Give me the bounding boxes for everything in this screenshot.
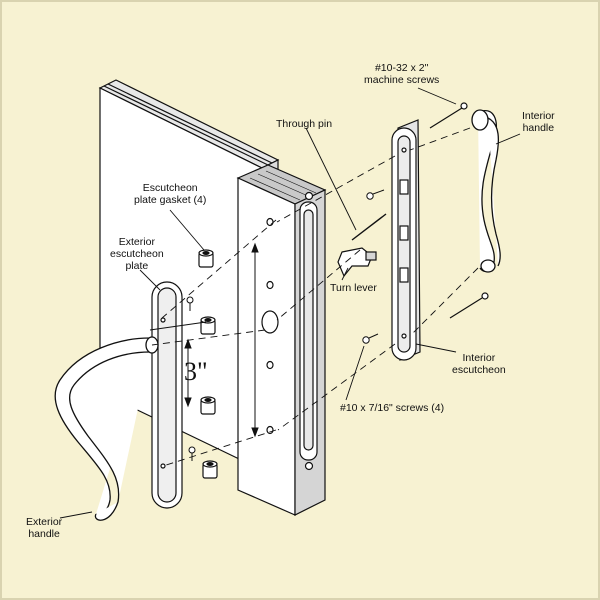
- gasket-3: [200, 396, 216, 415]
- label-machine-screws: #10-32 x 2" machine screws: [364, 62, 439, 86]
- lock-stile: [236, 164, 327, 516]
- interior-handle: [471, 109, 501, 273]
- label-exterior-plate-line1: Exterior: [118, 236, 155, 248]
- label-machine-screws-line1: #10-32 x 2": [374, 62, 429, 74]
- dimension-arrows-stile: [251, 242, 259, 438]
- gasket-4: [202, 460, 218, 479]
- label-exterior-plate: Exterior escutcheon plate: [110, 236, 164, 272]
- gasket-2: [200, 316, 216, 335]
- exterior-handle: [54, 336, 159, 521]
- label-escutcheon-gasket-line2: plate gasket (4): [134, 194, 207, 206]
- label-interior-escutcheon-line1: Interior: [462, 352, 496, 364]
- label-exterior-plate-line2: escutcheon: [110, 248, 164, 260]
- through-pin: [351, 213, 387, 241]
- exterior-plate-screws: [186, 296, 196, 461]
- leader-lines: [59, 87, 521, 519]
- turn-lever: [337, 247, 377, 278]
- label-exterior-handle-line2: handle: [28, 528, 60, 540]
- label-machine-screws-line2: machine screws: [364, 74, 440, 86]
- label-interior-handle-line2: handle: [522, 122, 555, 134]
- label-interior-handle: Interior handle: [522, 110, 555, 134]
- exterior-escutcheon-plate: [151, 281, 183, 509]
- label-small-screws: #10 x 7/16" screws (4): [340, 402, 445, 414]
- label-interior-escutcheon-line2: escutcheon: [452, 364, 506, 376]
- escutcheon-gaskets: [198, 249, 218, 479]
- machine-screws: [429, 102, 489, 319]
- assembly-lines: [151, 127, 479, 467]
- label-interior-handle-line1: Interior: [522, 110, 555, 122]
- label-turn-lever: Turn lever: [330, 282, 377, 294]
- label-exterior-handle: Exterior handle: [26, 516, 62, 540]
- interior-escutcheon: [391, 119, 421, 361]
- label-exterior-handle-line1: Exterior: [26, 516, 63, 528]
- gasket-1: [198, 249, 214, 268]
- label-escutcheon-gasket-line1: Escutcheon: [142, 182, 198, 194]
- dimension-arrows-3in: [184, 338, 192, 408]
- label-interior-escutcheon: Interior escutcheon: [452, 352, 506, 376]
- label-escutcheon-gasket: Escutcheon plate gasket (4): [134, 182, 206, 206]
- label-through-pin: Through pin: [276, 118, 333, 130]
- label-exterior-plate-line3: plate: [125, 260, 149, 272]
- label-spacing-3in: 3": [184, 357, 208, 386]
- interior-top-screw: [366, 189, 385, 200]
- interior-bottom-screw: [362, 333, 379, 344]
